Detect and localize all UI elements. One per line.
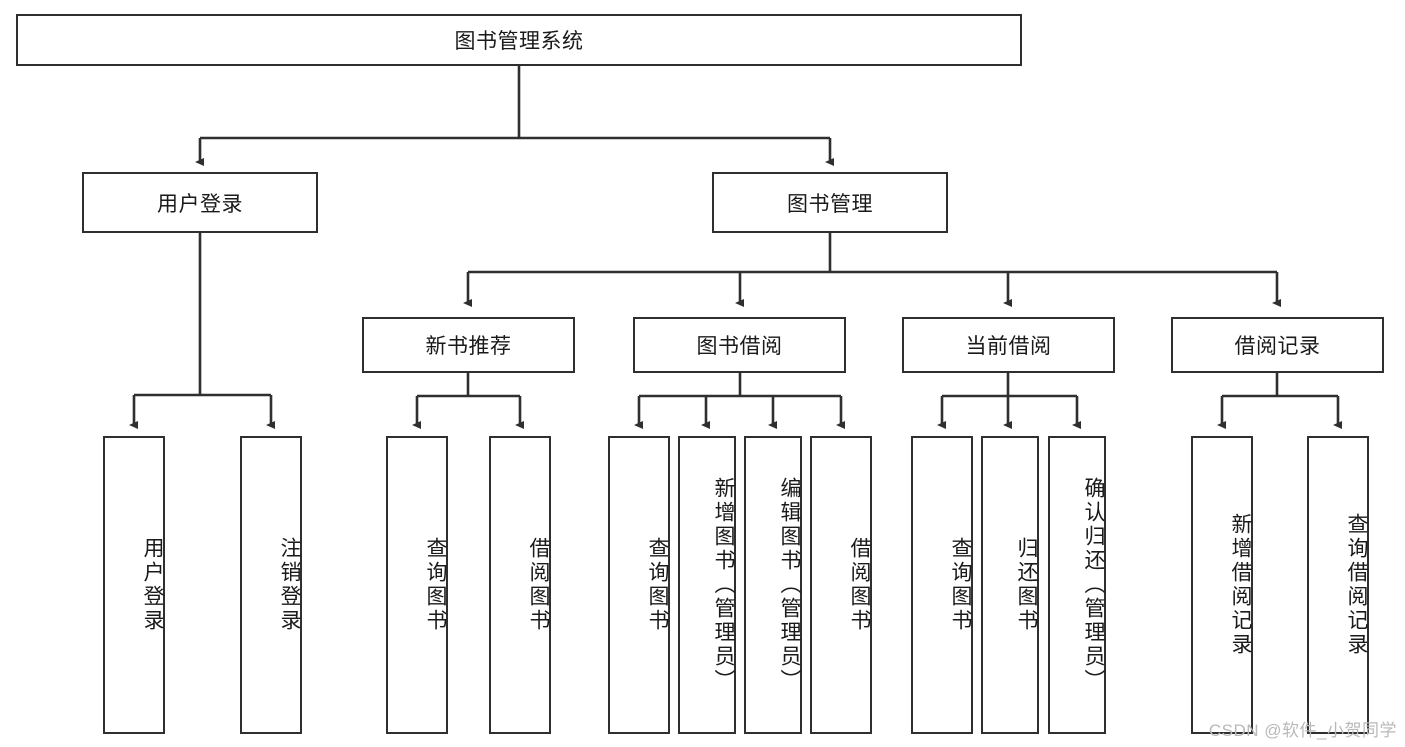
node-book-borrow[interactable]: 图书借阅 [633,317,846,373]
leaf-label: 编辑图书（管理员） [778,477,801,693]
node-book-management-label: 图书管理 [787,192,873,216]
leaf-label: 查询图书 [424,537,447,633]
leaf-label: 借阅图书 [527,537,550,633]
node-new-book-recommend-label: 新书推荐 [425,335,512,358]
node-book-borrow-label: 图书借阅 [696,335,783,358]
node-borrow-record-label: 借阅记录 [1234,335,1321,358]
leaf-borrow-borrow-book[interactable]: 借阅图书 [810,436,872,734]
leaf-label: 新增借阅记录 [1229,513,1252,657]
leaf-label: 查询图书 [949,537,972,633]
leaf-record-query[interactable]: 查询借阅记录 [1307,436,1369,734]
node-user-login[interactable]: 用户登录 [82,172,318,233]
leaf-current-query-book[interactable]: 查询图书 [911,436,973,734]
leaf-label: 用户登录 [141,537,164,633]
node-borrow-record[interactable]: 借阅记录 [1171,317,1384,373]
leaf-label: 注销登录 [278,537,301,633]
leaf-label: 查询借阅记录 [1345,513,1368,657]
leaf-label: 确认归还（管理员） [1082,477,1105,693]
node-new-book-recommend[interactable]: 新书推荐 [362,317,575,373]
node-root-label: 图书管理系统 [454,30,584,53]
node-user-login-label: 用户登录 [157,192,243,216]
leaf-current-return-book[interactable]: 归还图书 [981,436,1039,734]
leaf-label: 借阅图书 [848,537,871,633]
leaf-current-confirm-return[interactable]: 确认归还（管理员） [1048,436,1106,734]
leaf-borrow-edit-book[interactable]: 编辑图书（管理员） [744,436,802,734]
leaf-record-add[interactable]: 新增借阅记录 [1191,436,1253,734]
leaf-user-login-logout[interactable]: 注销登录 [240,436,302,734]
node-root[interactable]: 图书管理系统 [16,14,1022,66]
node-book-management[interactable]: 图书管理 [712,172,948,233]
leaf-label: 归还图书 [1015,537,1038,633]
leaf-label: 查询图书 [646,537,669,633]
node-current-borrow[interactable]: 当前借阅 [902,317,1115,373]
node-current-borrow-label: 当前借阅 [965,335,1052,358]
leaf-borrow-query-book[interactable]: 查询图书 [608,436,670,734]
leaf-label: 新增图书（管理员） [712,477,735,693]
leaf-user-login-login[interactable]: 用户登录 [103,436,165,734]
leaf-new-book-query[interactable]: 查询图书 [386,436,448,734]
leaf-new-book-borrow[interactable]: 借阅图书 [489,436,551,734]
csdn-watermark: CSDN @软件_小贺同学 [1208,721,1397,740]
leaf-borrow-add-book[interactable]: 新增图书（管理员） [678,436,736,734]
